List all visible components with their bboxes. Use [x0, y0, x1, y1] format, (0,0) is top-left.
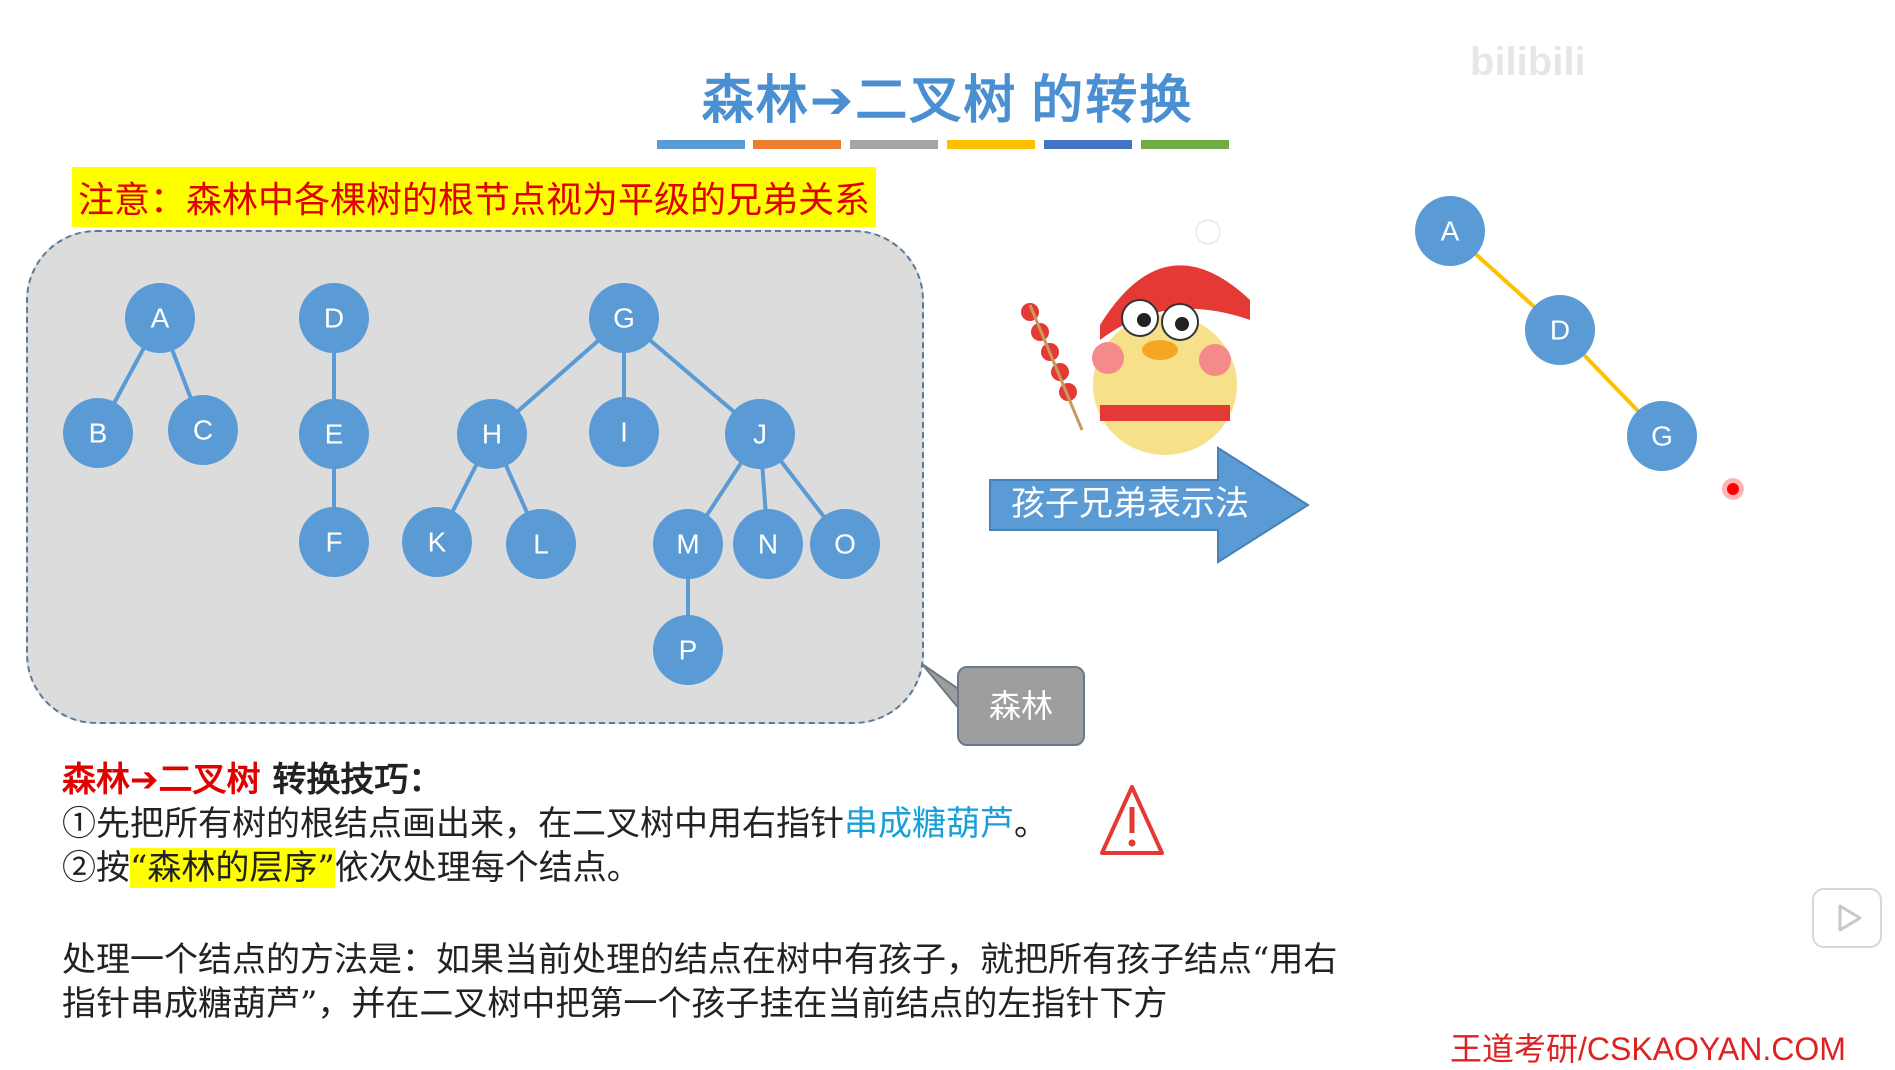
bt-label-A: A: [1441, 216, 1460, 247]
node-label-M: M: [676, 529, 699, 560]
color-bar-3: [850, 140, 938, 149]
node-E: [299, 399, 369, 469]
color-bar-1: [657, 140, 745, 149]
title-arrow-icon: ➔: [809, 71, 856, 131]
tips-heading-arrow-icon: ➔: [130, 760, 159, 800]
warning-icon: [1100, 785, 1164, 855]
forest-edges: [96, 316, 847, 650]
node-label-F: F: [325, 527, 342, 558]
node-label-H: H: [482, 419, 502, 450]
node-A: [125, 283, 195, 353]
bt-node-A: [1415, 196, 1485, 266]
node-N: [733, 509, 803, 579]
color-bar-6: [1141, 140, 1229, 149]
forest-nodes: [63, 283, 880, 685]
laser-pointer-dot: [1722, 478, 1744, 500]
node-K: [402, 507, 472, 577]
color-bar-2: [753, 140, 841, 149]
node-I: [589, 397, 659, 467]
step1-highlight: 串成糖葫芦: [844, 804, 1014, 844]
brand-footer: 王道考研/CSKAOYAN.COM: [1450, 1031, 1846, 1067]
bt-label-D: D: [1550, 315, 1570, 346]
node-label-L: L: [533, 529, 549, 560]
node-label-C: C: [193, 415, 213, 446]
color-bar-5: [1044, 140, 1132, 149]
mascot-illustration: [1021, 219, 1250, 455]
node-label-O: O: [834, 529, 856, 560]
node-O: [810, 509, 880, 579]
bt-node-D: [1525, 295, 1595, 365]
node-label-E: E: [325, 419, 344, 450]
color-bar-4: [947, 140, 1035, 149]
binary-tree-labels: A D G: [1441, 216, 1673, 452]
node-label-G: G: [613, 303, 635, 334]
step2-prefix: ②按: [62, 848, 130, 888]
tips-heading-forest: 森林: [62, 760, 130, 800]
method-description: 处理一个结点的方法是：如果当前处理的结点在树中有孩子，就把所有孩子结点“用右 指…: [62, 938, 1462, 1026]
step1-suffix: 。: [1014, 804, 1048, 844]
title-binary-tree: 二叉树: [855, 71, 1018, 131]
tips-heading: 森林➔二叉树 转换技巧：: [62, 758, 1048, 802]
node-L: [506, 509, 576, 579]
node-label-K: K: [428, 527, 447, 558]
node-label-I: I: [620, 417, 628, 448]
title-conversion: 的转换: [1031, 71, 1194, 131]
node-M: [653, 509, 723, 579]
method-line-2: 指针串成糖葫芦”，并在二叉树中把第一个孩子挂在当前结点的左指针下方: [62, 984, 1168, 1024]
bt-node-G: [1627, 401, 1697, 471]
right-arrow-shape: [989, 446, 1310, 564]
node-J: [725, 399, 795, 469]
bt-label-G: G: [1651, 421, 1673, 452]
step1-prefix: ①先把所有树的根结点画出来，在二叉树中用右指针: [62, 804, 844, 844]
node-P: [653, 615, 723, 685]
forest-node-labels: A B C D E F G H I J K L M N O P: [89, 303, 856, 666]
forest-callout: 森林: [957, 666, 1085, 746]
node-C: [168, 395, 238, 465]
bilibili-watermark: bilibili: [1470, 40, 1586, 84]
node-F: [299, 507, 369, 577]
node-G: [589, 283, 659, 353]
tips-heading-binary-tree: 二叉树: [158, 760, 261, 800]
node-label-B: B: [89, 418, 108, 449]
node-label-N: N: [758, 529, 778, 560]
arrow-label: 孩子兄弟表示法: [1011, 484, 1249, 524]
step2-suffix: 依次处理每个结点。: [334, 848, 641, 888]
node-label-D: D: [324, 303, 344, 334]
slide-title: 森林➔二叉树的转换: [0, 58, 1895, 133]
note-highlight: 注意：森林中各棵树的根节点视为平级的兄弟关系: [72, 167, 877, 227]
tips-step-2: ②按“森林的层序”依次处理每个结点。: [62, 846, 1048, 890]
tips-step-1: ①先把所有树的根结点画出来，在二叉树中用右指针串成糖葫芦。: [62, 802, 1048, 846]
node-D: [299, 283, 369, 353]
binary-tree-nodes: [1415, 196, 1697, 471]
conversion-tips: 森林➔二叉树 转换技巧： ①先把所有树的根结点画出来，在二叉树中用右指针串成糖葫…: [62, 758, 1048, 890]
title-forest: 森林: [701, 71, 810, 131]
node-label-P: P: [679, 635, 698, 666]
step2-highlight: “森林的层序”: [130, 848, 335, 888]
tips-heading-rest: 转换技巧：: [260, 760, 443, 800]
node-label-A: A: [151, 303, 170, 334]
node-label-J: J: [753, 419, 767, 450]
node-B: [63, 398, 133, 468]
callout-tail: [921, 663, 961, 713]
method-line-1: 处理一个结点的方法是：如果当前处理的结点在树中有孩子，就把所有孩子结点“用右: [62, 940, 1338, 980]
play-button[interactable]: [1812, 888, 1882, 948]
node-H: [457, 399, 527, 469]
play-icon: [1838, 904, 1862, 932]
